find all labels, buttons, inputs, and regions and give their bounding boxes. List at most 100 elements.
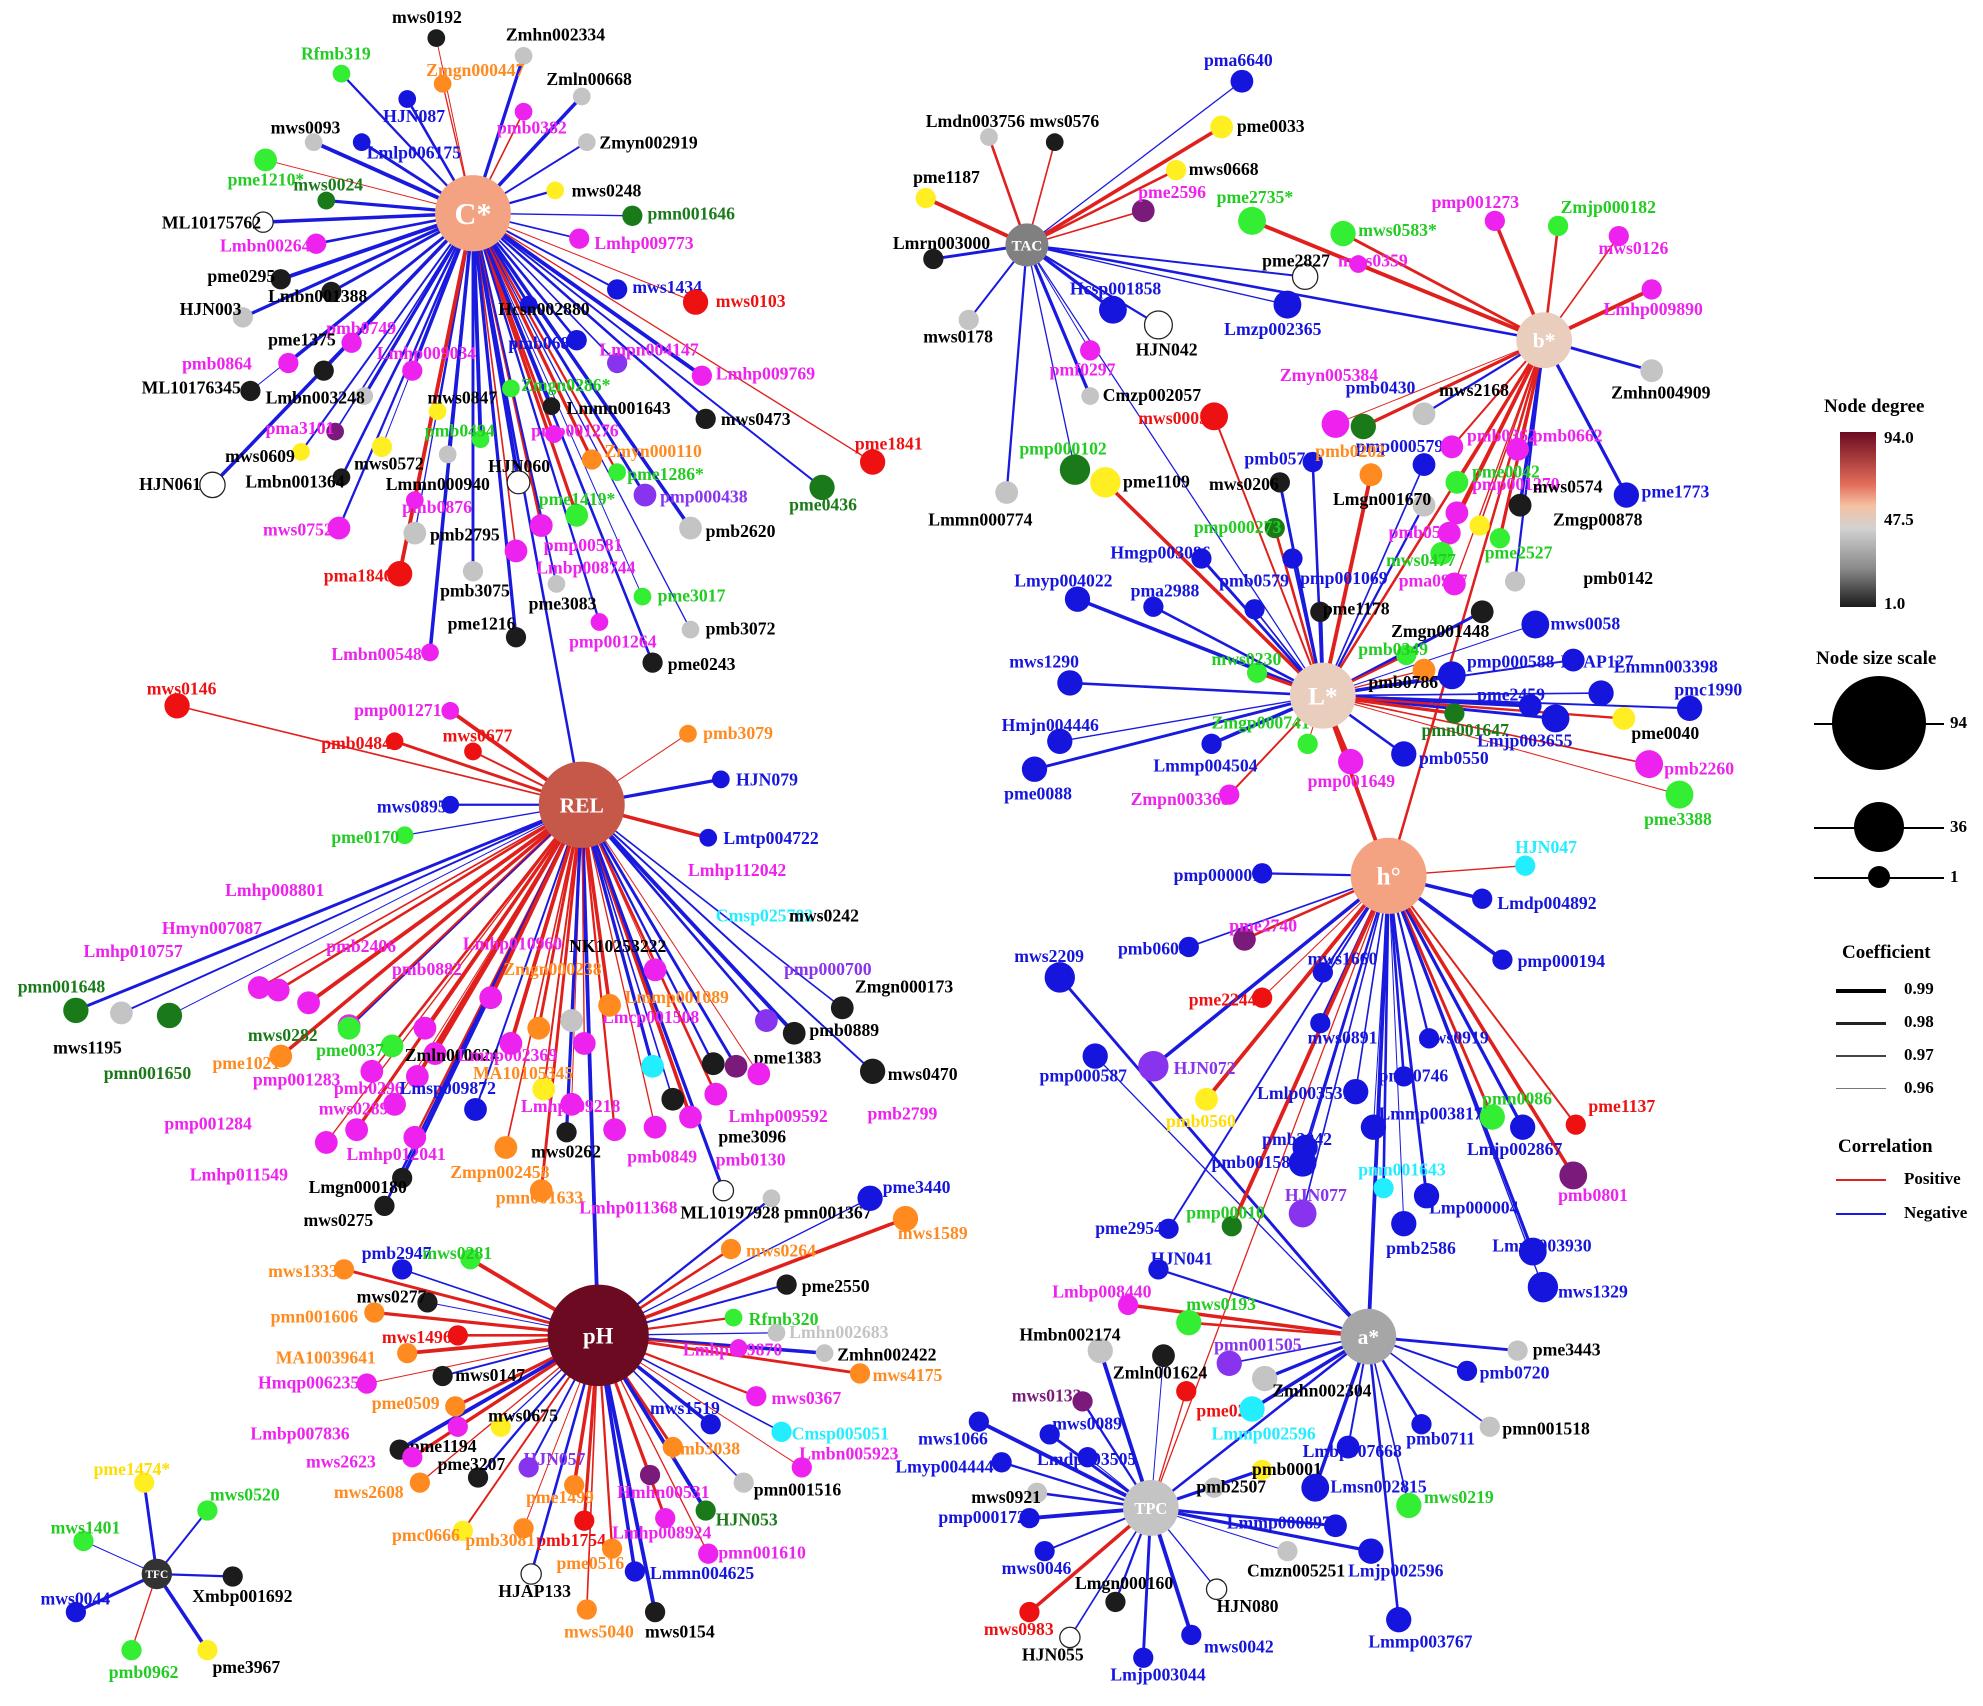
- node-label-pme1178: pme1178: [1323, 598, 1390, 618]
- node-mws4175: [849, 1363, 871, 1384]
- node-label-lmgn000180: Lmgn000180: [309, 1177, 407, 1197]
- degree-max-label: 94.0: [1884, 428, 1914, 447]
- node-label-pmb0686: pmb0686: [508, 333, 578, 353]
- node-lmcp001508: [572, 1031, 596, 1055]
- hub-ph: [547, 1284, 649, 1387]
- node-lmtp004722: [699, 828, 718, 847]
- edge-zmyn005384: [1335, 339, 1545, 425]
- node-label-pma0947: pma0947: [1399, 570, 1468, 590]
- node-pmb1754: [574, 1510, 595, 1531]
- node-label-pme1187: pme1187: [913, 167, 980, 187]
- node-pme0037: [380, 1034, 404, 1058]
- node-pmb0882: [413, 1016, 437, 1040]
- node-pme0170: [395, 826, 414, 845]
- edge-pmn0086: [1387, 875, 1494, 1118]
- node-label-pme1021: pme1021: [212, 1053, 280, 1073]
- node-pmb0876: [405, 491, 424, 510]
- edge-mws0668: [1026, 168, 1177, 247]
- edge-lmhp011549: [325, 804, 583, 1143]
- node-label-pmp001649: pmp001649: [1308, 771, 1396, 791]
- node-label-pmp000700: pmp000700: [784, 959, 872, 979]
- node-label-zmgn0286: Zmgn0286*: [521, 375, 611, 395]
- node-label-lmbn005923: Lmbn005923: [799, 1444, 898, 1464]
- edge-mws0282: [348, 804, 583, 1029]
- node-label-lmpn004147: Lmpn004147: [599, 339, 698, 359]
- node-zmyn000110: [581, 449, 602, 470]
- node-label-lmmn004625: Lmmn004625: [650, 1563, 754, 1583]
- node-label-lmcp001508: Lmcp001508: [602, 1007, 699, 1027]
- node-label-pmb001583: pmb001583: [1212, 1152, 1300, 1172]
- node-pme1841: [859, 449, 886, 475]
- node-lmdn003756: [980, 128, 998, 146]
- node-pmb0711: [1411, 1414, 1432, 1435]
- node-label-pmf0297: pmf0297: [1050, 360, 1116, 380]
- node-label-pmb0720: pmb0720: [1480, 1362, 1550, 1382]
- hub-h: [1350, 837, 1427, 914]
- edge-pmn001650: [169, 804, 582, 1016]
- hub-l: [1289, 662, 1356, 729]
- node-mws0572: [371, 436, 393, 457]
- node-label-pmb0662: pmb0662: [1533, 426, 1603, 446]
- node-mws0470: [859, 1058, 886, 1085]
- node-pmb3038: [662, 1436, 683, 1458]
- node-pmb2507: [1203, 1477, 1225, 1498]
- node-mws0192: [427, 29, 446, 47]
- node-label-mws1589: mws1589: [898, 1223, 968, 1243]
- node-pmp000579: [1412, 453, 1436, 477]
- node-label-pme1773: pme1773: [1642, 482, 1710, 502]
- node-pmb0686: [566, 330, 587, 351]
- edge-cmzp002057: [1025, 244, 1092, 397]
- edge-hjn003: [242, 211, 474, 319]
- node-label-pme3017: pme3017: [658, 586, 726, 606]
- node-lmbp007668: [1336, 1435, 1360, 1459]
- node-lmmp003767: [1386, 1606, 1412, 1633]
- node-label-hjn047: HJN047: [1515, 837, 1577, 857]
- node-label-pmb2947: pmb2947: [362, 1243, 432, 1263]
- node-label-pmc0666: pmc0666: [392, 1525, 460, 1545]
- node-pmb0494: [471, 430, 490, 449]
- node-lmp000004: [1413, 1183, 1440, 1209]
- edge-pme1286: [471, 212, 619, 473]
- node-label-hmqp006235: Hmqp006235: [258, 1373, 359, 1393]
- node-pma2988: [1143, 596, 1164, 617]
- node-hjap133: [520, 1563, 542, 1585]
- node-label-pmp001284: pmp001284: [164, 1114, 252, 1134]
- node-label-lmjp003655: Lmjp003655: [1477, 730, 1572, 750]
- node-label-lmmp003817: Lmmp003817: [1378, 1104, 1482, 1124]
- node-lmgn001670: [1412, 493, 1436, 517]
- node-pmb0430: [1350, 413, 1376, 440]
- node-label-pme3083: pme3083: [529, 593, 597, 613]
- edge-hjn041: [1158, 1268, 1369, 1338]
- node-label-pmp000001: pmp000001: [1174, 865, 1261, 885]
- node-hcsp001858: [1098, 295, 1127, 324]
- node-label-lmhp009769: Lmhp009769: [716, 364, 815, 384]
- node-label-pme3388: pme3388: [1644, 809, 1712, 829]
- node-label-pme1286: pme1286*: [627, 464, 704, 484]
- node-label-mws2168: mws2168: [1439, 380, 1509, 400]
- edge-pmp001284: [355, 803, 584, 1131]
- node-mws0576: [1045, 133, 1064, 152]
- node-label-pme3096: pme3096: [718, 1126, 786, 1146]
- edge-lmmn000774: [1005, 244, 1029, 493]
- node-label-pmb0142: pmb0142: [1583, 568, 1653, 588]
- node-label-lmbn003248: Lmbn003248: [266, 388, 365, 408]
- node-lmyp004444: [991, 1452, 1012, 1473]
- node-mws0477: [1430, 542, 1454, 565]
- node-label-pmb0849: pmb0849: [627, 1147, 697, 1167]
- node-label-mws1519: mws1519: [650, 1398, 720, 1418]
- node-pmb0560: [1195, 1087, 1218, 1111]
- node-label-lmhp009870: Lmhp009870: [683, 1340, 782, 1360]
- node-label-mws1329: mws1329: [1558, 1281, 1628, 1301]
- node-label-pmb0749: pmb0749: [326, 318, 396, 338]
- node-lmzp002365: [1273, 290, 1302, 319]
- node-pmp000700: [755, 1009, 778, 1032]
- node-label-pmb0876: pmb0876: [402, 497, 472, 517]
- node-zmhn002334: [514, 46, 533, 65]
- node-label-zmyn005384: Zmyn005384: [1280, 365, 1378, 385]
- node-pmn001367: [762, 1189, 781, 1208]
- node-mws0103: [682, 289, 709, 315]
- node-label-pmb0349: pmb0349: [1358, 639, 1428, 659]
- node-zmln000624: [423, 1042, 447, 1065]
- node-label-pmb0864: pmb0864: [182, 353, 252, 373]
- node-hcsn002880: [519, 295, 538, 314]
